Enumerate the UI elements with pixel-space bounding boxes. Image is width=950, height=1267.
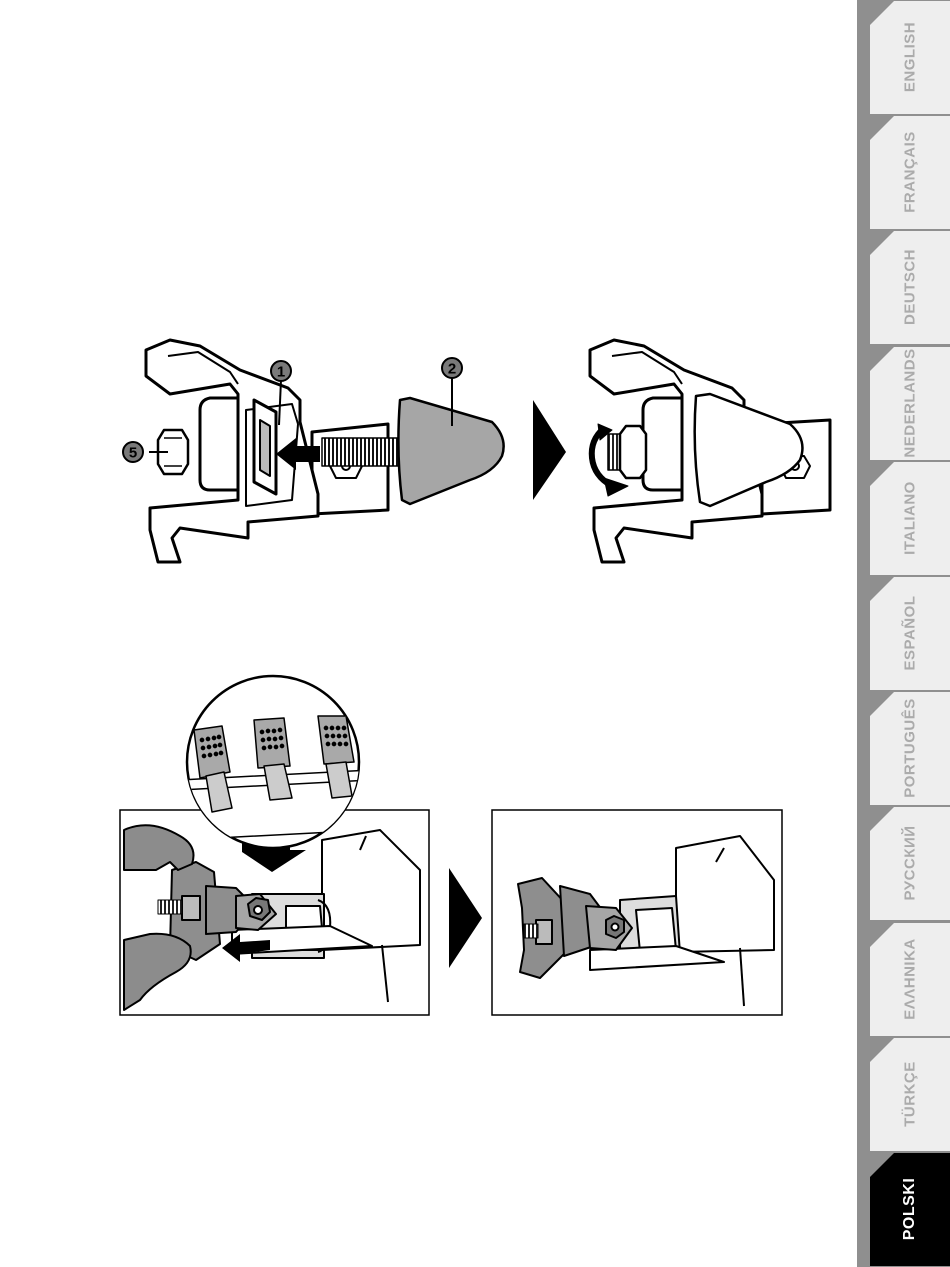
language-tab-6[interactable]: ESPAÑOL xyxy=(870,577,950,690)
language-tab-label: FRANÇAIS xyxy=(902,131,919,213)
next-step-arrow-1 xyxy=(533,400,566,500)
language-tab-label: NEDERLANDS xyxy=(902,348,919,457)
language-tab-label: DEUTSCH xyxy=(902,249,919,325)
language-tab-9[interactable]: ΕΛΛΗΝΙΚΑ xyxy=(870,923,950,1036)
callout-1-text: 1 xyxy=(277,364,285,381)
assembly-illustrations: 1 2 5 xyxy=(0,0,857,1267)
callout-1: 1 xyxy=(271,361,291,381)
step2-tightening xyxy=(590,340,830,562)
language-tab-label: ΕΛΛΗΝΙΚΑ xyxy=(902,938,919,1020)
language-tab-label: ESPAÑOL xyxy=(902,596,919,671)
language-sidebar: ENGLISH FRANÇAIS DEUTSCH NEDERLANDS ITALIANO… xyxy=(857,0,950,1267)
step4-mounted-result xyxy=(492,810,782,1015)
language-tab-8[interactable]: РУССКИЙ xyxy=(870,807,950,920)
callout-2: 2 xyxy=(442,358,462,378)
language-tab-11[interactable]: POLSKI xyxy=(870,1153,950,1266)
language-tab-label: PORTUGUÊS xyxy=(902,698,919,798)
language-tab-5[interactable]: ITALIANO xyxy=(870,462,950,575)
threaded-bolt xyxy=(322,438,402,466)
language-tab-label: POLSKI xyxy=(901,1178,919,1241)
callout-2-text: 2 xyxy=(448,361,456,378)
language-tab-label: РУССКИЙ xyxy=(902,826,919,901)
language-tab-10[interactable]: TÜRKÇE xyxy=(870,1038,950,1151)
language-tab-label: ENGLISH xyxy=(902,22,919,92)
next-step-arrow-2 xyxy=(449,868,482,968)
callout-5: 5 xyxy=(123,442,143,462)
language-tab-1[interactable]: ENGLISH xyxy=(870,1,950,114)
language-tab-7[interactable]: PORTUGUÊS xyxy=(870,692,950,805)
language-tab-label: ITALIANO xyxy=(902,481,919,555)
language-tab-label: TÜRKÇE xyxy=(902,1061,919,1127)
language-tab-4[interactable]: NEDERLANDS xyxy=(870,347,950,460)
language-tab-2[interactable]: FRANÇAIS xyxy=(870,116,950,229)
language-tab-3[interactable]: DEUTSCH xyxy=(870,231,950,344)
callout-5-text: 5 xyxy=(129,445,137,462)
clamp-block xyxy=(200,398,240,490)
